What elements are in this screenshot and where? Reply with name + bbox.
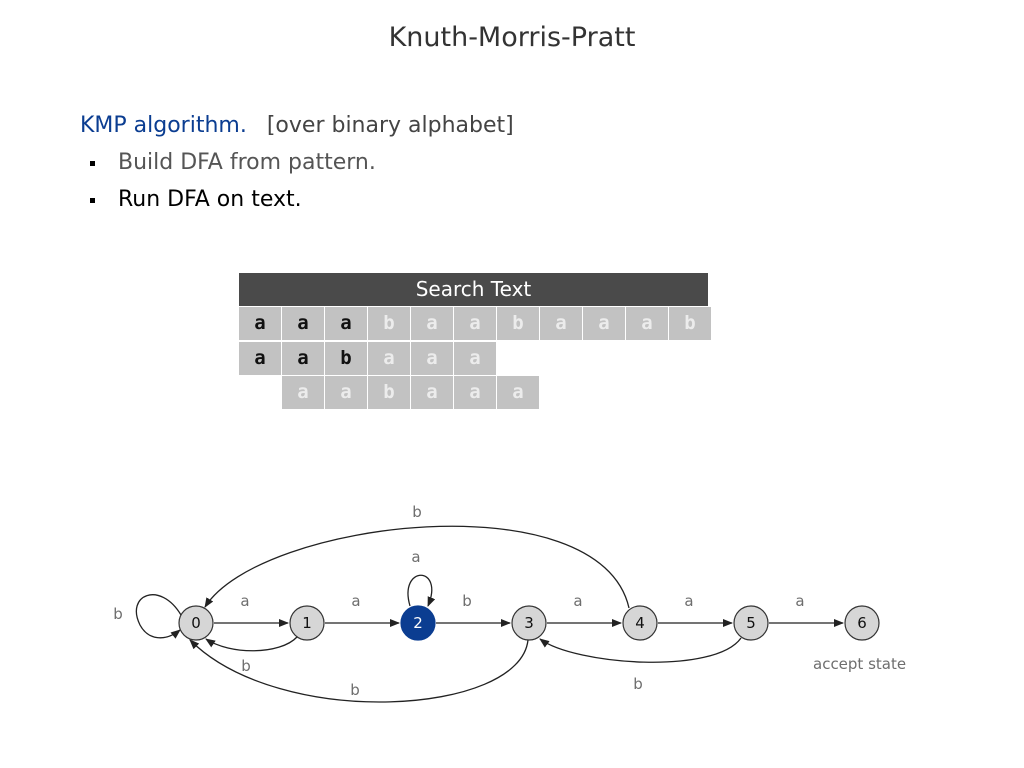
loop-2 bbox=[407, 574, 436, 607]
accept-state-label: accept state bbox=[813, 655, 906, 673]
edge-label: a bbox=[795, 592, 804, 610]
char-cell: a bbox=[325, 307, 367, 340]
char-cell: a bbox=[626, 307, 668, 340]
state-label: 1 bbox=[302, 614, 312, 632]
char-cell: a bbox=[411, 307, 453, 340]
state-node-1 bbox=[289, 605, 325, 641]
edge-label: a bbox=[351, 592, 360, 610]
edge-label: b bbox=[350, 681, 360, 699]
char-cell: a bbox=[239, 342, 281, 375]
bullet-square-icon bbox=[90, 161, 95, 166]
char-cell: a bbox=[282, 376, 324, 409]
edge-4-0 bbox=[204, 525, 630, 609]
char-cell: a bbox=[454, 376, 496, 409]
loop-0 bbox=[135, 594, 182, 639]
state-label: 3 bbox=[524, 614, 534, 632]
edge-3-0 bbox=[189, 639, 529, 703]
char-cell: b bbox=[368, 376, 410, 409]
state-node-0 bbox=[178, 605, 214, 641]
char-cell: b bbox=[325, 342, 367, 375]
edge-label: b bbox=[241, 657, 251, 675]
char-cell: a bbox=[583, 307, 625, 340]
page-title: Knuth-Morris-Pratt bbox=[388, 22, 636, 53]
state-node-6 bbox=[844, 605, 880, 641]
edge-1-0 bbox=[205, 636, 298, 652]
alphabet-note: [over binary alphabet] bbox=[266, 113, 514, 138]
char-cell: a bbox=[282, 342, 324, 375]
edge-label: b bbox=[633, 675, 643, 693]
edge-label: a bbox=[684, 592, 693, 610]
edge-label: a bbox=[573, 592, 582, 610]
char-cell: a bbox=[239, 307, 281, 340]
char-cell: b bbox=[669, 307, 711, 340]
edge-5-3 bbox=[539, 637, 742, 663]
state-label: 6 bbox=[857, 614, 867, 632]
state-label: 0 bbox=[191, 614, 201, 632]
char-cell: a bbox=[325, 376, 367, 409]
char-cell: a bbox=[454, 342, 496, 375]
char-cell: a bbox=[411, 376, 453, 409]
bullet-square-icon bbox=[90, 198, 95, 203]
char-cell: a bbox=[368, 342, 410, 375]
char-cell: a bbox=[411, 342, 453, 375]
edge-label: b bbox=[113, 605, 123, 623]
state-node-3 bbox=[511, 605, 547, 641]
bullet-list: Build DFA from pattern. Run DFA on text. bbox=[90, 148, 376, 222]
state-node-5 bbox=[733, 605, 769, 641]
edge-label: b bbox=[462, 592, 472, 610]
intro-line: KMP algorithm. [over binary alphabet] bbox=[80, 113, 514, 138]
char-cell: a bbox=[540, 307, 582, 340]
char-cell: a bbox=[454, 307, 496, 340]
char-cell: a bbox=[282, 307, 324, 340]
edge-label: b bbox=[412, 503, 422, 521]
bullet-item: Build DFA from pattern. bbox=[90, 148, 376, 185]
state-node-4 bbox=[622, 605, 658, 641]
edge-label: a bbox=[411, 548, 420, 566]
state-label: 4 bbox=[635, 614, 645, 632]
char-cell: a bbox=[497, 376, 539, 409]
kmp-algorithm-label: KMP algorithm. bbox=[80, 113, 247, 138]
char-cell: b bbox=[368, 307, 410, 340]
bullet-text: Run DFA on text. bbox=[118, 187, 302, 212]
char-cell: b bbox=[497, 307, 539, 340]
bullet-item: Run DFA on text. bbox=[90, 185, 376, 222]
state-label: 2 bbox=[413, 614, 423, 632]
bullet-text: Build DFA from pattern. bbox=[118, 150, 376, 175]
state-node-2-active bbox=[400, 605, 436, 641]
state-label: 5 bbox=[746, 614, 756, 632]
edge-label: a bbox=[240, 592, 249, 610]
search-text-header: Search Text bbox=[239, 273, 708, 306]
